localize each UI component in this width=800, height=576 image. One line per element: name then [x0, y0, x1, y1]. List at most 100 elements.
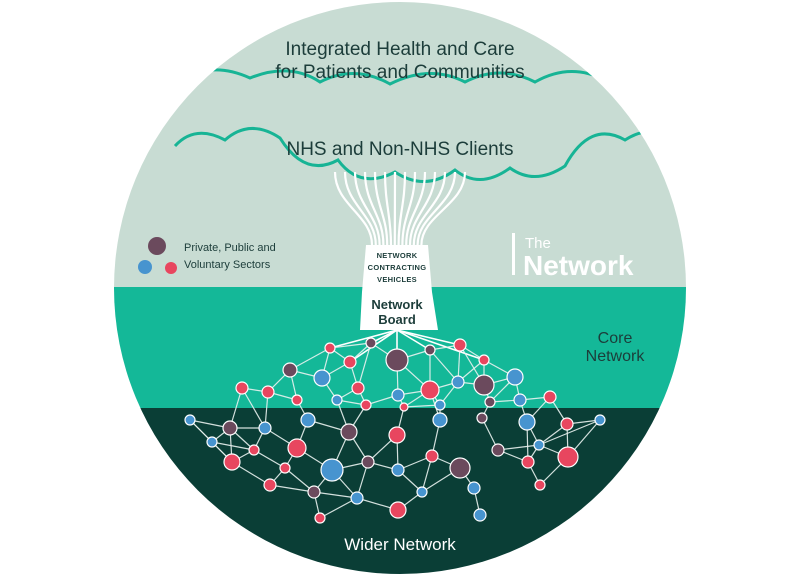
network-node	[291, 394, 303, 406]
network-node	[388, 426, 406, 444]
trunk-strand	[333, 171, 374, 290]
network-node	[331, 394, 343, 406]
network-node	[340, 423, 358, 441]
core-label-line-1: Core	[598, 330, 633, 347]
network-node	[473, 508, 487, 522]
network-node	[594, 414, 606, 426]
network-node	[484, 396, 496, 408]
trunk-strand	[420, 171, 467, 290]
network-node	[287, 438, 307, 458]
network-link	[497, 444, 540, 451]
root-link	[396, 329, 431, 351]
network-node	[206, 436, 218, 448]
network-node	[560, 417, 574, 431]
trunk-strand	[343, 171, 377, 290]
board-line-1: Network	[371, 297, 423, 312]
network-node	[235, 381, 249, 395]
network-node	[320, 458, 344, 482]
network-node	[521, 455, 535, 469]
root-link	[329, 329, 398, 349]
tree-trunk	[333, 171, 467, 330]
network-node	[385, 348, 409, 372]
root-link	[396, 329, 485, 361]
network-node	[248, 444, 260, 456]
trunk-strand	[405, 171, 427, 290]
network-node	[451, 375, 465, 389]
network-node	[399, 402, 409, 412]
network-node	[314, 512, 326, 524]
network-node	[313, 369, 331, 387]
blue-node-icon	[138, 260, 152, 274]
network-node	[513, 393, 527, 407]
network-node	[478, 354, 490, 366]
the-network-logo: The Network	[512, 233, 634, 281]
red-node-icon	[165, 262, 177, 274]
root-link	[396, 329, 461, 346]
network-link	[319, 497, 358, 519]
title-line-2: for Patients and Communities	[275, 62, 524, 83]
network-node	[518, 413, 536, 431]
network-link	[289, 347, 331, 371]
network-node	[534, 479, 546, 491]
legend-line-1: Private, Public and	[184, 242, 276, 254]
trunk-strand	[353, 171, 381, 290]
legend: Private, Public and Voluntary Sectors	[138, 237, 276, 274]
network-node	[506, 368, 524, 386]
network-node	[424, 344, 436, 356]
network-link	[253, 449, 286, 469]
network-node	[543, 390, 557, 404]
board-line-2: Board	[378, 312, 416, 327]
logo-bar	[512, 233, 515, 275]
network-node	[361, 455, 375, 469]
network-node	[391, 388, 405, 402]
trunk-strand	[397, 171, 407, 290]
trunk-strand	[363, 171, 385, 290]
network-link	[357, 342, 372, 389]
network-node	[282, 362, 298, 378]
network-node	[389, 501, 407, 519]
contracting-line-3: VEHICLES	[377, 275, 417, 284]
network-node	[300, 412, 316, 428]
core-label-line-2: Network	[586, 348, 646, 365]
network-node	[533, 439, 545, 451]
network-link	[329, 342, 372, 349]
trunk-strand	[408, 171, 437, 290]
network-node	[434, 399, 446, 411]
network-node	[261, 385, 275, 399]
clients-label: NHS and Non-NHS Clients	[286, 139, 513, 160]
network-link	[538, 419, 601, 446]
network-node	[222, 420, 238, 436]
network-node	[351, 381, 365, 395]
network-node	[557, 446, 579, 468]
logo-big-text: Network	[523, 250, 634, 281]
trunk-strand	[401, 171, 417, 290]
network-node	[223, 453, 241, 471]
purple-node-icon	[148, 237, 166, 255]
network-node	[279, 462, 291, 474]
network-node	[491, 443, 505, 457]
trunk-strand	[412, 171, 447, 290]
network-link	[313, 491, 358, 499]
network-node	[467, 481, 481, 495]
network-node	[476, 412, 488, 424]
network-link	[211, 441, 255, 451]
network-link	[269, 484, 315, 493]
network-node	[360, 399, 372, 411]
network-node	[420, 380, 440, 400]
trunk-strand	[383, 171, 393, 290]
network-node	[425, 449, 439, 463]
network-node	[391, 463, 405, 477]
network-node	[307, 485, 321, 499]
legend-line-2: Voluntary Sectors	[184, 259, 271, 271]
network-node	[324, 342, 336, 354]
logo-small-text: The	[525, 235, 551, 252]
network-node	[365, 337, 377, 349]
network-link	[403, 404, 441, 408]
network-node	[258, 421, 272, 435]
network-node	[263, 478, 277, 492]
network-node	[473, 374, 495, 396]
network-nodes	[184, 337, 606, 524]
network-link	[241, 387, 266, 429]
network-node	[453, 338, 467, 352]
